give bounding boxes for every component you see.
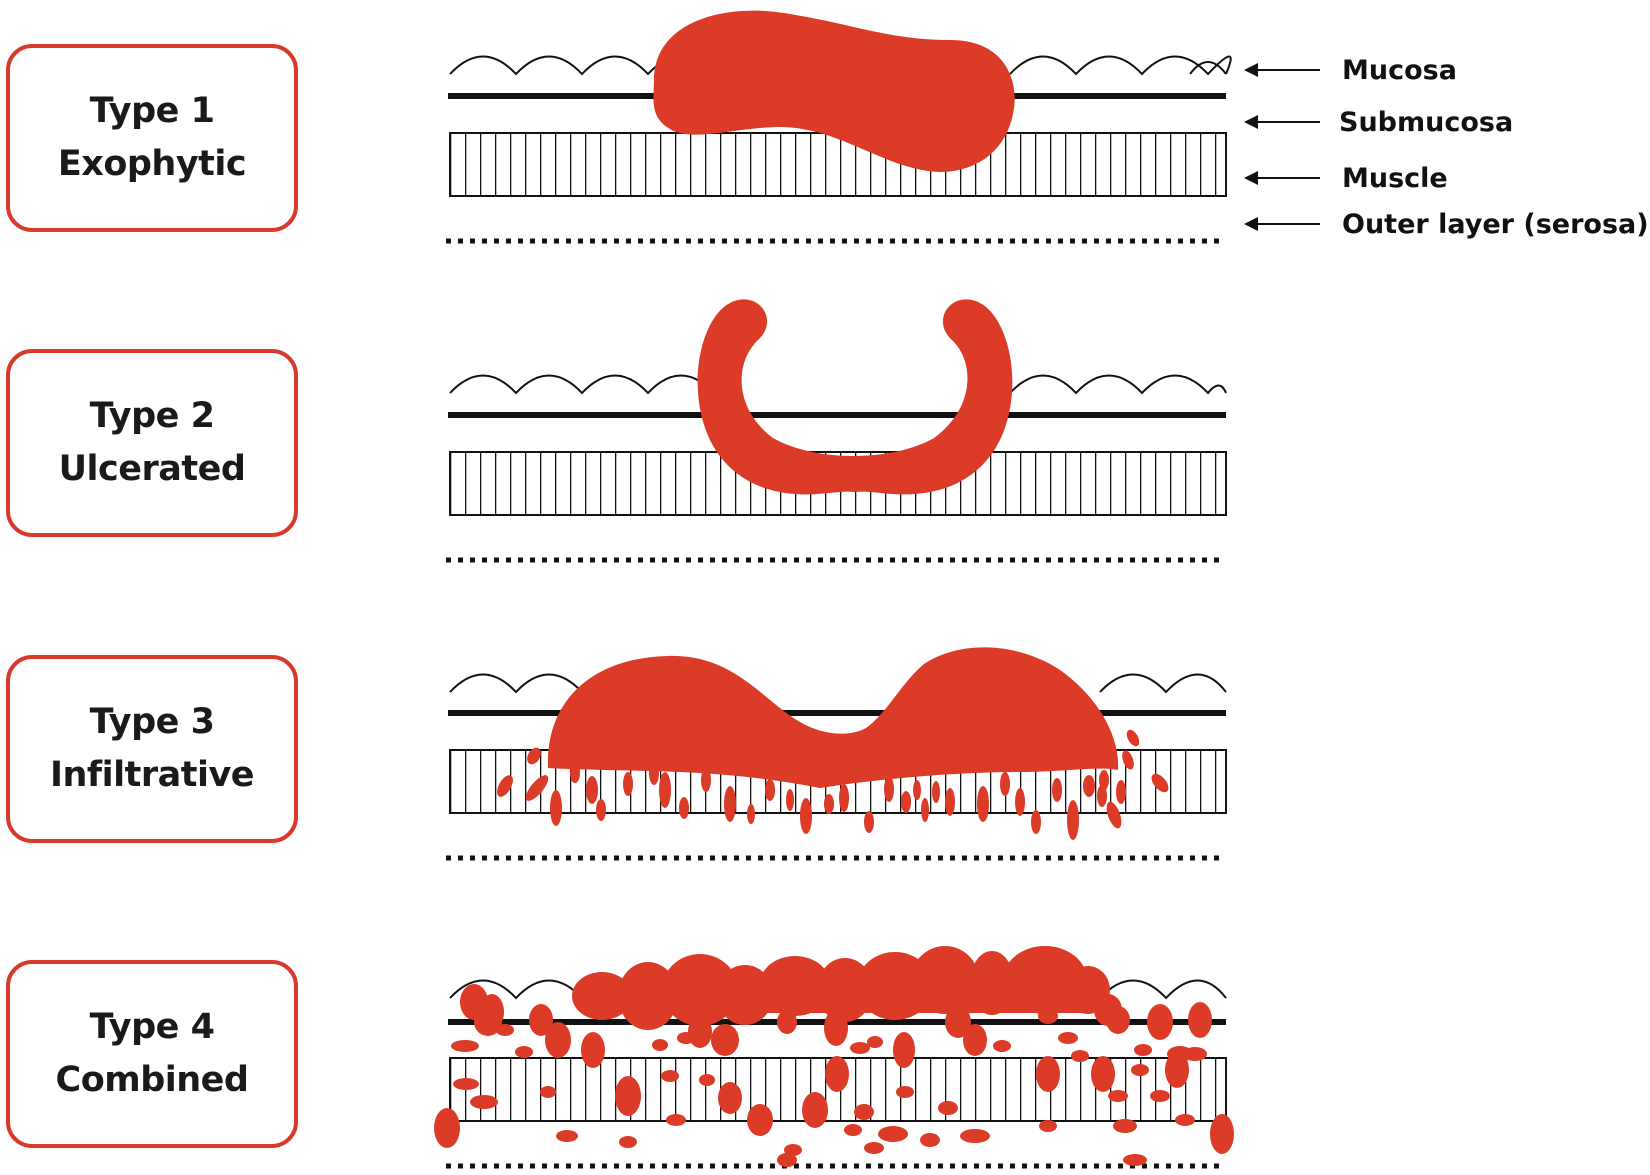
type-4-name: Type 4 [89, 1007, 215, 1047]
layer-labels [1244, 63, 1320, 231]
submucosa-label: Submucosa [1339, 107, 1513, 138]
type-3-name: Type 3 [89, 702, 215, 742]
infiltration-spots [497, 729, 1169, 840]
type-3-box: Type 3 Infiltrative [6, 655, 298, 843]
type-4-box: Type 4 Combined [6, 960, 298, 1148]
mucosa-wave [449, 673, 1227, 694]
combined-tumor [434, 946, 1234, 1167]
type-2-name: Type 2 [89, 396, 215, 436]
panel-type-2 [446, 299, 1227, 563]
type-3-desc: Infiltrative [49, 755, 255, 795]
mucosa-wave [449, 979, 1227, 1000]
type-4-desc: Combined [55, 1060, 249, 1100]
muscle-label: Muscle [1342, 163, 1448, 194]
type-1-box: Type 1 Exophytic [6, 44, 298, 232]
infiltrative-tumor [548, 647, 1119, 788]
panel-type-1 [446, 10, 1232, 244]
mucosa-wave [449, 374, 1227, 395]
muscle-band [449, 132, 1227, 197]
panel-type-3 [446, 647, 1227, 861]
exophytic-tumor [653, 10, 1015, 172]
type-2-box: Type 2 Ulcerated [6, 349, 298, 537]
type-2-desc: Ulcerated [58, 449, 246, 489]
serosa-label: Outer layer (serosa) [1342, 209, 1649, 240]
panel-type-4 [434, 946, 1234, 1169]
ulcerated-tumor [697, 299, 1013, 495]
type-1-name: Type 1 [89, 91, 215, 131]
mucosa-label: Mucosa [1342, 55, 1457, 86]
type-1-desc: Exophytic [57, 144, 247, 184]
